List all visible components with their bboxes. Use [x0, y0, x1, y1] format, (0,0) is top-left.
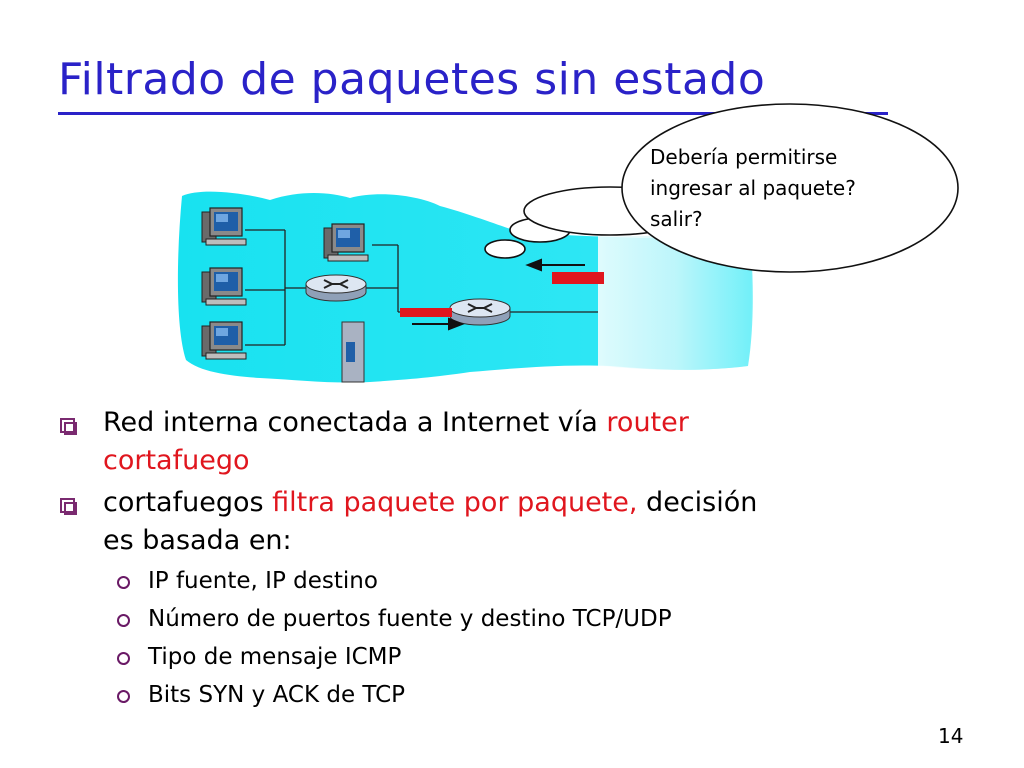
host-computer-4 [323, 223, 369, 262]
sub-bullet-icon [117, 576, 130, 589]
bullet-highlight: cortafuego [103, 445, 250, 476]
slide-title: Filtrado de paquetes sin estado [58, 54, 766, 105]
host-computer-3 [201, 321, 247, 360]
internal-router [305, 274, 367, 302]
host-computer-1 [201, 207, 247, 246]
sub-bullet-text: Número de puertos fuente y destino TCP/U… [148, 606, 672, 632]
sub-bullet-icon [117, 690, 130, 703]
outgoing-packet [400, 308, 452, 317]
bullet-item: Red interna conectada a Internet vía rou… [103, 404, 903, 480]
host-computer-2 [201, 267, 247, 306]
sub-bullet-icon [117, 614, 130, 627]
bubble-line: salir? [650, 207, 703, 231]
bubble-question: Debería permitirse ingresar al paquete? … [650, 142, 940, 235]
bubble-line: ingresar al paquete? [650, 176, 856, 200]
bullet-text: decisión [637, 487, 758, 518]
server-tower [341, 321, 365, 383]
network-diagram [177, 103, 959, 383]
incoming-packet [552, 272, 604, 284]
thought-bubble [484, 103, 959, 273]
sub-bullet-text: IP fuente, IP destino [148, 568, 378, 594]
bullet-square-icon [60, 498, 77, 515]
title-underline [58, 112, 888, 115]
bullet-item: cortafuegos filtra paquete por paquete, … [103, 484, 903, 560]
internet-region [598, 236, 753, 370]
bullet-highlight: router [606, 407, 689, 438]
incoming-arrow [525, 258, 542, 272]
bullet-square-icon [60, 418, 77, 435]
sub-bullet-text: Tipo de mensaje ICMP [148, 644, 402, 670]
bullet-text: Red interna conectada a Internet vía [103, 407, 607, 438]
page-number: 14 [938, 724, 964, 748]
outgoing-arrow [448, 317, 465, 331]
firewall-router [449, 298, 511, 326]
bullet-highlight: filtra paquete por paquete, [272, 487, 638, 518]
bubble-line: Debería permitirse [650, 145, 838, 169]
bullet-text: es basada en: [103, 525, 292, 556]
sub-bullet-text: Bits SYN y ACK de TCP [148, 682, 406, 708]
sub-bullet-icon [117, 652, 130, 665]
bullet-text: cortafuegos [103, 487, 273, 518]
